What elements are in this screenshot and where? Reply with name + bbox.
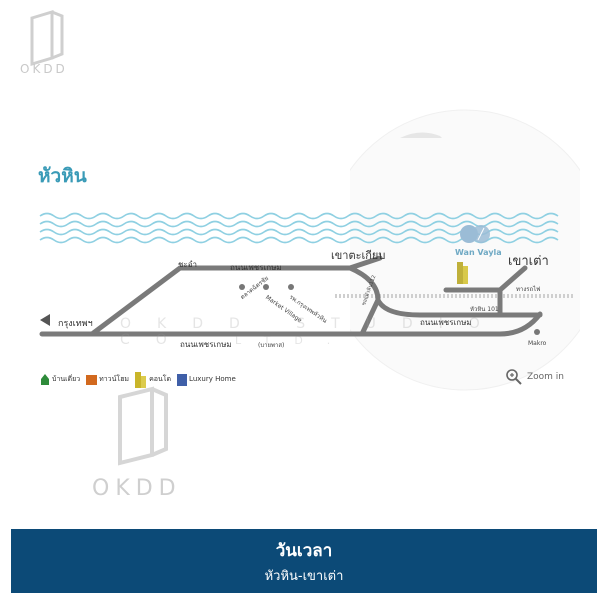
label-bypass: (บายพาส): [258, 342, 285, 349]
house-icon: [41, 374, 49, 385]
label-khao-takiab: เขาตะเกียบ: [331, 249, 386, 262]
watermark-brand: OKDD: [20, 62, 68, 76]
legend-item: ทาวน์โฮม: [86, 373, 129, 385]
legend-label: ทาวน์โฮม: [99, 374, 130, 383]
townhome-icon: [86, 375, 98, 385]
watermark-brand-center: OKDD: [92, 476, 182, 501]
zoom-in-label: Zoom in: [527, 372, 565, 382]
legend-item: คอนโด: [135, 370, 171, 388]
label-petchkasem-right: ถนนเพชรเกษม: [420, 318, 472, 327]
watermark-studio: OKDD STUDIO CO.: [120, 316, 506, 348]
label-khao-tao: เขาเต่า: [508, 254, 549, 269]
map-title: หัวหิน: [38, 165, 87, 187]
label-petchkasem-top: ถนนเพชรเกษม: [230, 263, 282, 272]
legend-item: Luxury Home: [177, 372, 236, 386]
zoom-in-button[interactable]: Zoom in: [505, 368, 564, 386]
project-banner: วันเวลา หัวหิน-เขาเต่า: [11, 529, 597, 593]
okdd-logo-icon: [118, 386, 168, 466]
legend-label: Luxury Home: [189, 375, 236, 383]
legend: บ้านเดี่ยว ทาวน์โฮม คอนโด Luxury Home: [40, 370, 236, 388]
zoom-circle: [350, 109, 580, 391]
legend-label: บ้านเดี่ยว: [52, 374, 81, 383]
legend-item: บ้านเดี่ยว: [40, 373, 80, 385]
arrow-left-icon: [40, 314, 50, 326]
label-chaam: ชะอำ: [178, 260, 198, 269]
poi-dots: [239, 284, 540, 335]
watermark-ltd: LTD.: [235, 334, 355, 347]
label-wan-vayla: Wan Vayla: [455, 248, 502, 257]
banner-title: วันเวลา: [275, 541, 333, 561]
magnifier-plus-icon: [506, 369, 522, 385]
luxury-home-icon: [177, 374, 188, 386]
label-makro: Makro: [528, 340, 547, 347]
label-railway: ทางรถไฟ: [516, 286, 541, 293]
label-petchkasem-bottom: ถนนเพชรเกษม: [180, 340, 232, 349]
condo-icon: [135, 372, 147, 388]
banner-subtitle: หัวหิน-เขาเต่า: [264, 569, 344, 584]
label-bangkok: กรุงเทพฯ: [58, 319, 93, 329]
okdd-logo-icon: [30, 10, 64, 67]
legend-label: คอนโด: [149, 374, 172, 383]
label-hua-hin-101: หัวหิน 101: [470, 306, 499, 313]
roads: [39, 255, 543, 337]
wan-vayla-marker: [457, 225, 490, 284]
